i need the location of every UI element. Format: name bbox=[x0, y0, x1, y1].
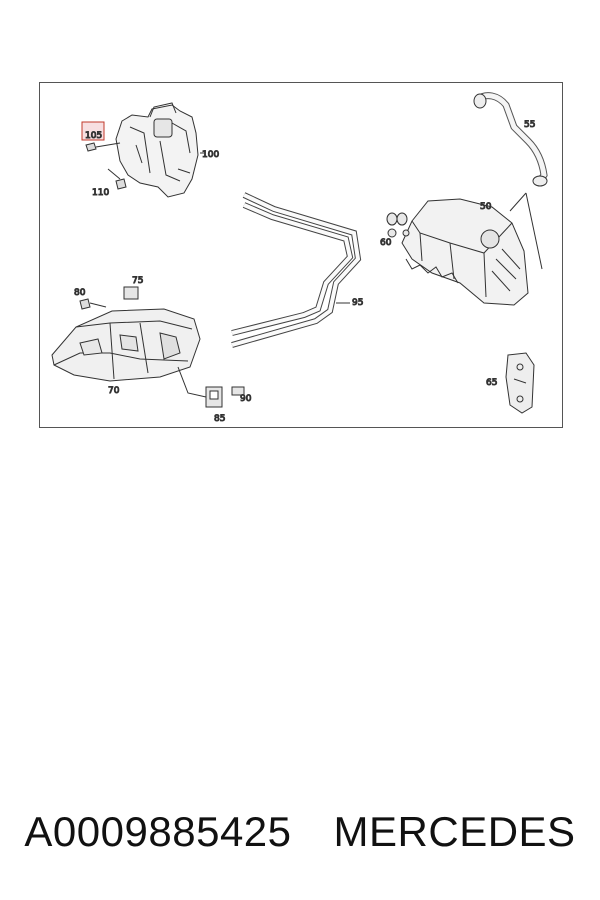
callout-80: 80 bbox=[74, 288, 86, 298]
part-85-connector: 85 bbox=[177, 366, 226, 425]
part-105-screw: 105 bbox=[81, 121, 121, 152]
callout-60: 60 bbox=[380, 238, 392, 248]
part-65-bracket: 65 bbox=[486, 352, 535, 414]
callout-85: 85 bbox=[214, 414, 225, 424]
callout-100: 100 bbox=[202, 150, 219, 160]
callout-110: 110 bbox=[92, 188, 109, 198]
callout-65: 65 bbox=[486, 378, 497, 388]
parts-diagram: 100 105 110 55 bbox=[51, 92, 548, 425]
parts-diagram-frame: 100 105 110 55 bbox=[39, 82, 563, 428]
part-55-hose: 55 bbox=[473, 92, 548, 187]
callout-50: 50 bbox=[480, 202, 492, 212]
part-110-bolt: 110 bbox=[92, 168, 127, 199]
product-caption: A0009885425 MERCEDES bbox=[0, 800, 600, 864]
callout-55: 55 bbox=[524, 120, 535, 130]
part-75-clip: 75 bbox=[123, 276, 144, 300]
callout-90: 90 bbox=[240, 394, 252, 404]
part-50-air-filter-housing: 50 bbox=[401, 192, 543, 306]
callout-105: 105 bbox=[85, 131, 102, 141]
callout-70: 70 bbox=[108, 386, 120, 396]
part-60-grommets: 60 bbox=[380, 212, 410, 249]
part-80-bolt: 80 bbox=[74, 288, 107, 310]
part-number: A0009885425 bbox=[24, 808, 292, 855]
part-100-reservoir: 100 bbox=[115, 102, 220, 198]
part-95-tube: 95 bbox=[231, 192, 364, 348]
part-90-plug: 90 bbox=[231, 386, 252, 405]
part-70-headlamp: 70 bbox=[51, 308, 201, 397]
callout-75: 75 bbox=[132, 276, 143, 286]
callout-95: 95 bbox=[352, 298, 363, 308]
brand-name: MERCEDES bbox=[333, 808, 576, 855]
